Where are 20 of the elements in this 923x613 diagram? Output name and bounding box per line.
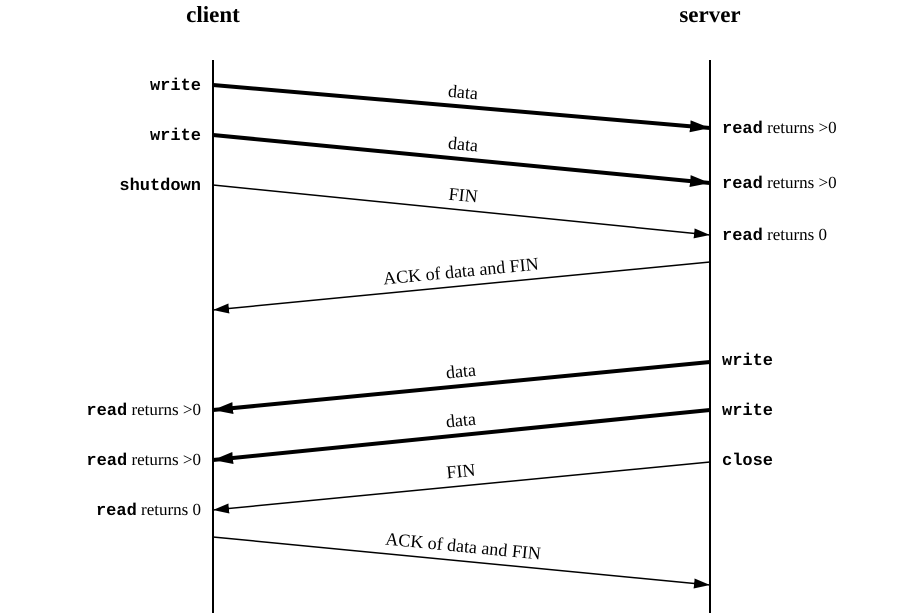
event-label: read returns >0 (722, 118, 837, 139)
message-arrow (212, 408, 710, 464)
message-arrow (212, 360, 710, 414)
message-arrow (212, 461, 710, 514)
message-arrow (212, 261, 710, 314)
event-label: read returns >0 (722, 173, 837, 194)
event-label: read returns 0 (96, 500, 201, 521)
message-arrow (212, 184, 710, 238)
event-label: shutdown (119, 176, 201, 196)
message-arrow (212, 83, 710, 132)
message-arrow (212, 133, 710, 188)
message-arrow (212, 536, 710, 588)
event-label: write (722, 351, 774, 371)
event-label: write (722, 401, 774, 421)
event-label: close (722, 451, 774, 471)
event-label: write (150, 76, 201, 96)
event-label: read returns 0 (722, 225, 828, 246)
event-label: read returns >0 (86, 450, 201, 471)
event-label: read returns >0 (86, 400, 201, 421)
event-label: write (150, 126, 201, 146)
